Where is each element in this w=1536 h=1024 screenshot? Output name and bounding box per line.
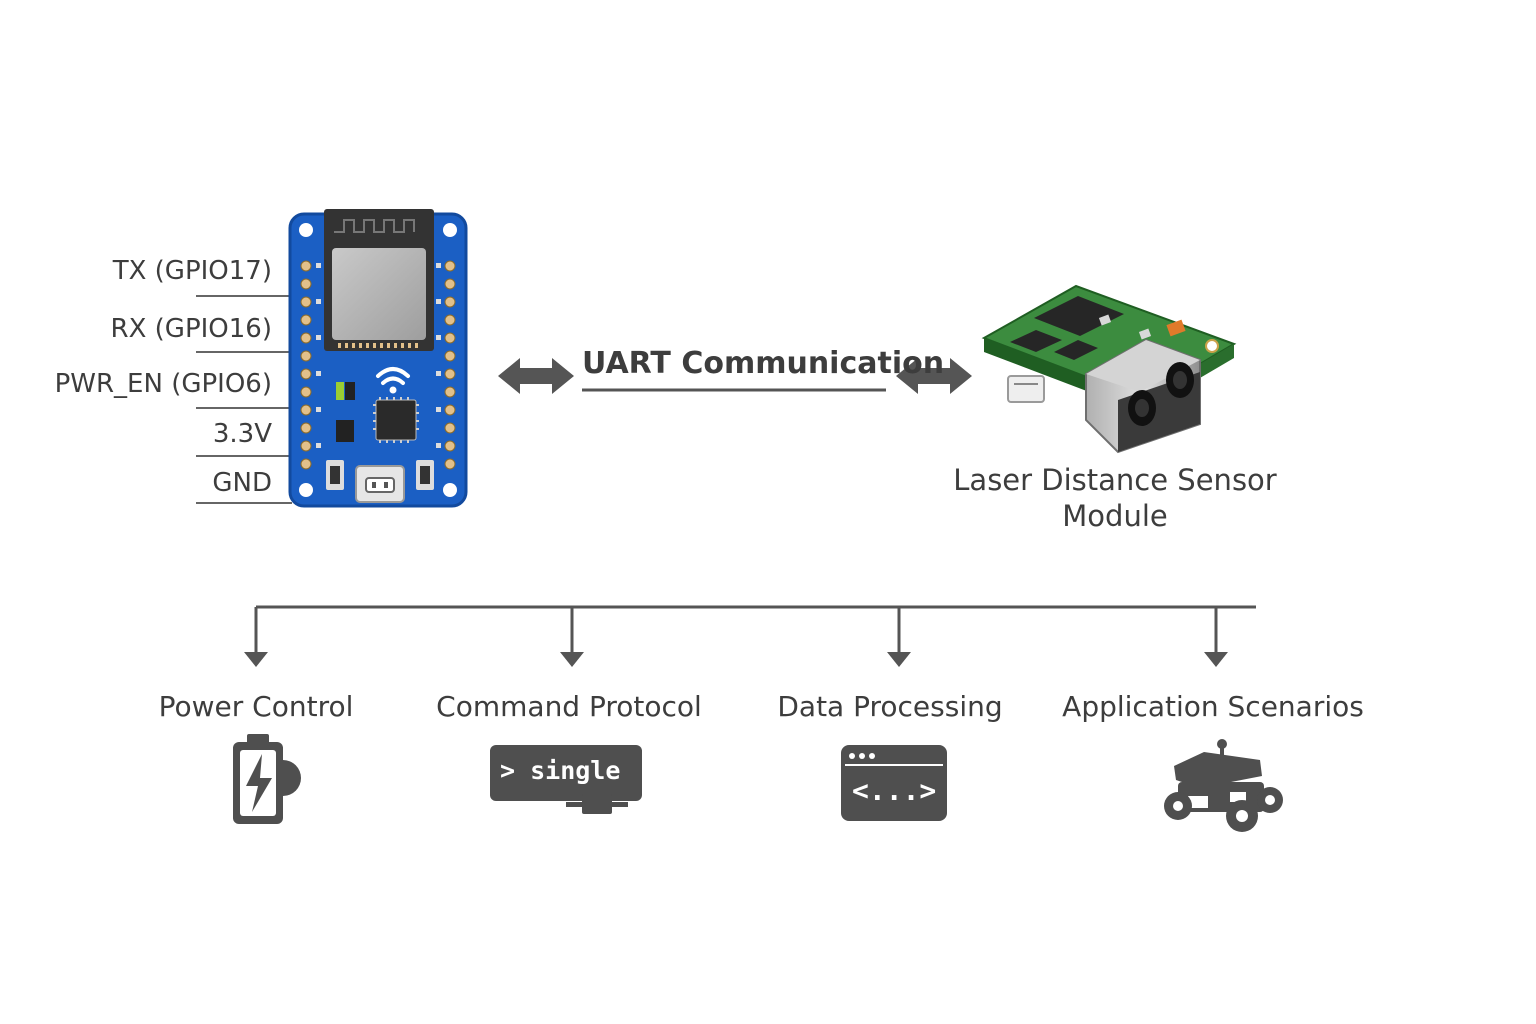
pin-underlines [196,295,292,504]
terminal-icon [490,745,642,814]
category-power-control: Power Control [158,690,354,723]
laser-sensor-module [981,284,1237,454]
terminal-command-text: > single [500,756,621,785]
tree-connector [254,605,1256,652]
category-command-protocol: Command Protocol [436,690,702,723]
pin-label-gnd: GND [212,468,272,498]
pin-label-rx: RX (GPIO16) [110,314,272,344]
sensor-label: Laser Distance Sensor Module [940,462,1290,534]
robot-car-icon [1164,739,1283,832]
esp32-board [288,209,468,508]
battery-charging-icon [233,734,301,824]
category-application-scenarios: Application Scenarios [1062,690,1364,723]
uart-arrow-right [896,358,972,394]
code-window-icon [841,745,947,821]
pin-label-tx: TX (GPIO17) [112,256,272,286]
sensor-label-line2: Module [1062,499,1168,533]
code-snippet-text: <...> [852,774,937,807]
category-data-processing: Data Processing [777,690,1003,723]
uart-label: UART Communication [582,346,945,381]
sensor-label-line1: Laser Distance Sensor [953,463,1277,497]
tree-arrowheads [244,652,1228,667]
pin-label-3v3: 3.3V [212,419,272,449]
pin-label-pwr-en: PWR_EN (GPIO6) [54,369,272,399]
uart-arrow-left [498,358,574,394]
